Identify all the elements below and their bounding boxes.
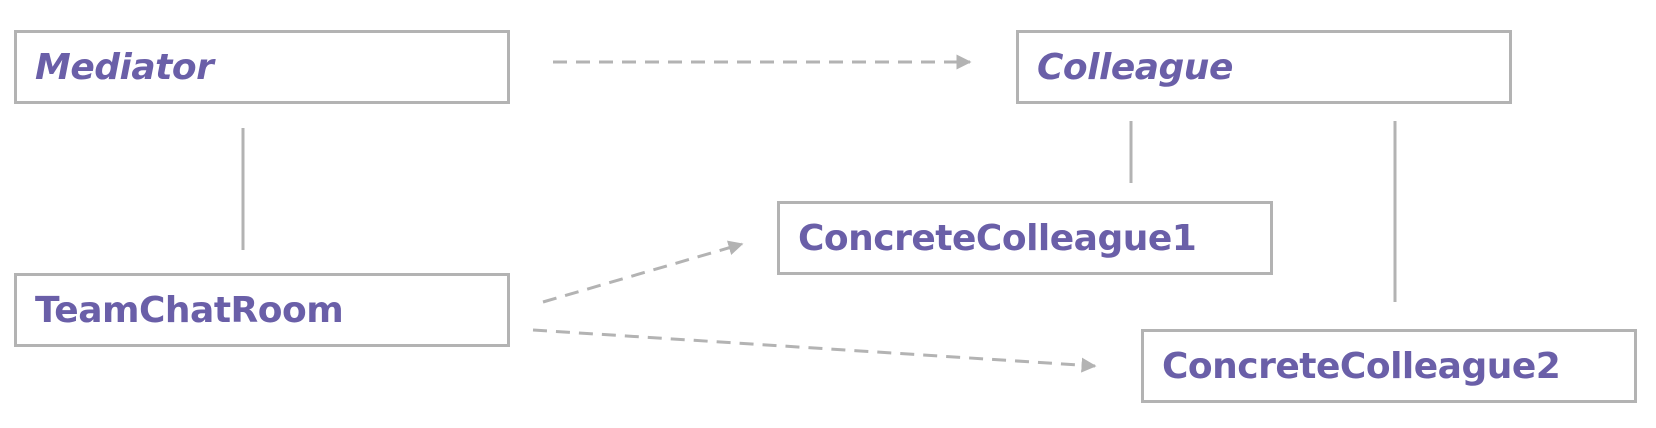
node-mediator: Mediator	[14, 30, 510, 104]
node-label-team-chat-room: TeamChatRoom	[35, 289, 344, 331]
node-team-chat-room: TeamChatRoom	[14, 273, 510, 347]
node-label-mediator: Mediator	[35, 46, 214, 88]
node-concrete-colleague-1: ConcreteColleague1	[777, 201, 1273, 275]
edge-teamchatroom-to-concrete2	[532, 328, 1097, 373]
node-concrete-colleague-2: ConcreteColleague2	[1141, 329, 1637, 403]
node-label-concrete-colleague-2: ConcreteColleague2	[1162, 345, 1561, 387]
node-label-concrete-colleague-1: ConcreteColleague1	[798, 217, 1197, 259]
node-colleague: Colleague	[1016, 30, 1512, 104]
edge-teamchatroom-to-concrete1	[542, 240, 744, 304]
node-label-colleague: Colleague	[1037, 46, 1233, 88]
